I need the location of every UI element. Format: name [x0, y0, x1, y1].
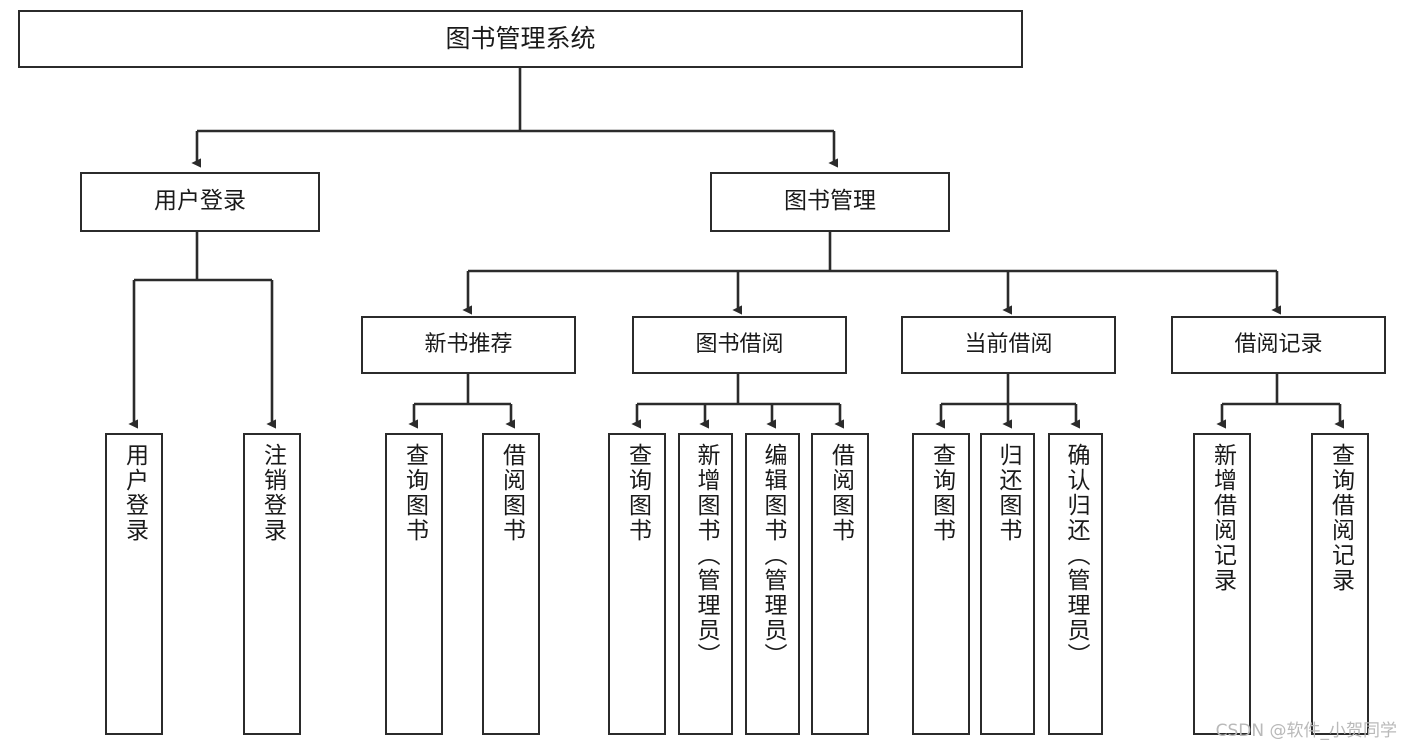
node-label: 借阅图书 [498, 443, 525, 543]
leaf-book-borrow-edit[interactable]: 编辑图书（管理员） [745, 433, 800, 735]
node-label: 查询借阅记录 [1327, 443, 1354, 593]
leaf-current-borrow-confirm[interactable]: 确认归还（管理员） [1048, 433, 1103, 735]
leaf-current-borrow-return[interactable]: 归还图书 [980, 433, 1035, 735]
node-label: 新增图书（管理员） [693, 443, 719, 668]
node-label: 查询图书 [624, 443, 651, 543]
node-label: 用户登录 [121, 443, 148, 543]
node-borrow-record[interactable]: 借阅记录 [1171, 316, 1386, 374]
leaf-user-login-login[interactable]: 用户登录 [105, 433, 163, 735]
node-label: 查询图书 [401, 443, 428, 543]
node-label: 借阅图书 [827, 443, 854, 543]
node-root-system[interactable]: 图书管理系统 [18, 10, 1023, 68]
leaf-book-borrow-borrow[interactable]: 借阅图书 [811, 433, 869, 735]
node-label: 图书管理 [784, 188, 876, 215]
leaf-borrow-record-query[interactable]: 查询借阅记录 [1311, 433, 1369, 735]
node-label: 用户登录 [154, 188, 246, 215]
node-current-borrow[interactable]: 当前借阅 [901, 316, 1116, 374]
csdn-watermark: CSDN @软件_小贺同学 [1215, 721, 1397, 741]
node-book-management[interactable]: 图书管理 [710, 172, 950, 232]
node-label: 归还图书 [995, 443, 1021, 543]
node-label: 借阅记录 [1234, 332, 1323, 358]
node-book-borrow[interactable]: 图书借阅 [632, 316, 847, 374]
node-label: 新增借阅记录 [1209, 443, 1236, 593]
node-label: 当前借阅 [964, 332, 1053, 358]
node-label: 查询图书 [928, 443, 955, 543]
leaf-new-book-borrow[interactable]: 借阅图书 [482, 433, 540, 735]
node-new-book-recommend[interactable]: 新书推荐 [361, 316, 576, 374]
leaf-user-login-logout[interactable]: 注销登录 [243, 433, 301, 735]
node-label: 图书管理系统 [445, 24, 596, 54]
node-label: 确认归还（管理员） [1063, 443, 1089, 668]
node-label: 图书借阅 [695, 332, 784, 358]
node-label: 新书推荐 [424, 332, 513, 358]
leaf-book-borrow-add[interactable]: 新增图书（管理员） [678, 433, 733, 735]
leaf-borrow-record-add[interactable]: 新增借阅记录 [1193, 433, 1251, 735]
leaf-book-borrow-query[interactable]: 查询图书 [608, 433, 666, 735]
node-user-login[interactable]: 用户登录 [80, 172, 320, 232]
node-label: 注销登录 [259, 443, 286, 543]
leaf-current-borrow-query[interactable]: 查询图书 [912, 433, 970, 735]
node-label: 编辑图书（管理员） [760, 443, 786, 668]
leaf-new-book-query[interactable]: 查询图书 [385, 433, 443, 735]
